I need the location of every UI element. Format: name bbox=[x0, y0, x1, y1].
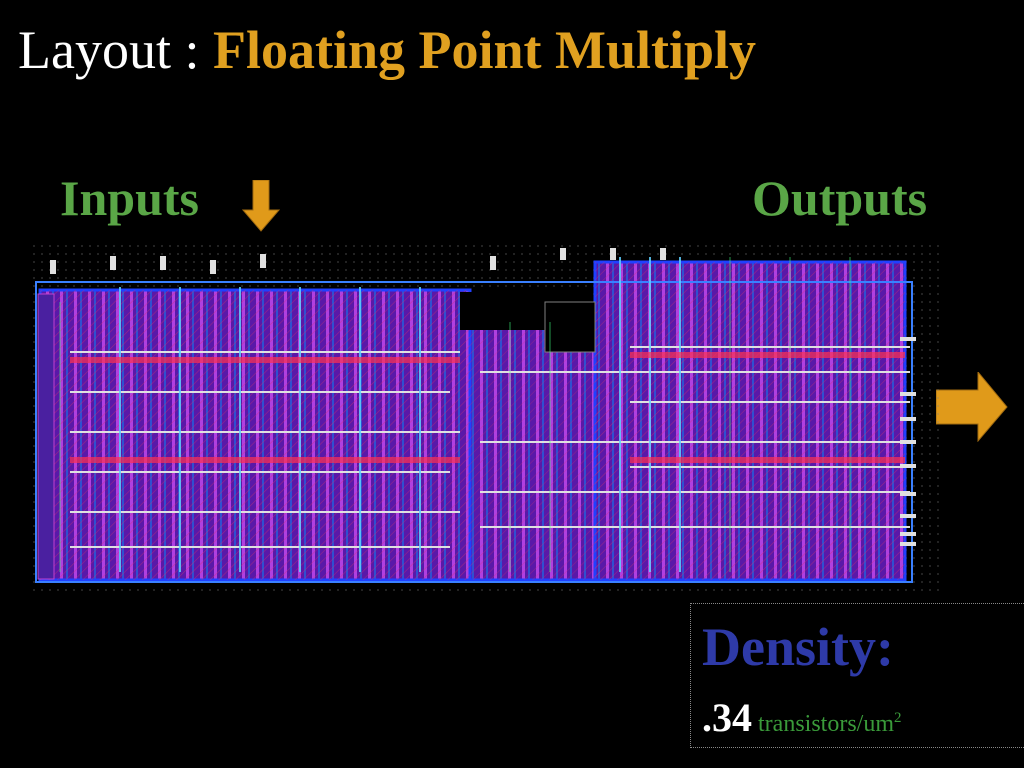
density-unit-exponent: 2 bbox=[894, 710, 902, 726]
density-label: Density: bbox=[702, 617, 894, 677]
density-unit-text: transistors/um bbox=[758, 711, 894, 737]
title-emphasis: Floating Point Multiply bbox=[212, 20, 757, 80]
title-prefix: Layout : bbox=[18, 20, 200, 80]
arrow-down-icon bbox=[242, 180, 280, 232]
density-value: .34 bbox=[702, 695, 752, 740]
inputs-label: Inputs bbox=[60, 170, 199, 226]
chip-layout-image bbox=[30, 242, 940, 594]
slide-title: Layout : Floating Point Multiply bbox=[18, 14, 756, 86]
panel-divider-bottom bbox=[690, 747, 1024, 748]
arrow-right-icon bbox=[936, 372, 1008, 442]
density-unit: transistors/um2 bbox=[758, 710, 902, 737]
outputs-label: Outputs bbox=[752, 170, 928, 226]
panel-divider-top bbox=[690, 603, 1024, 604]
panel-divider-left bbox=[690, 603, 691, 748]
